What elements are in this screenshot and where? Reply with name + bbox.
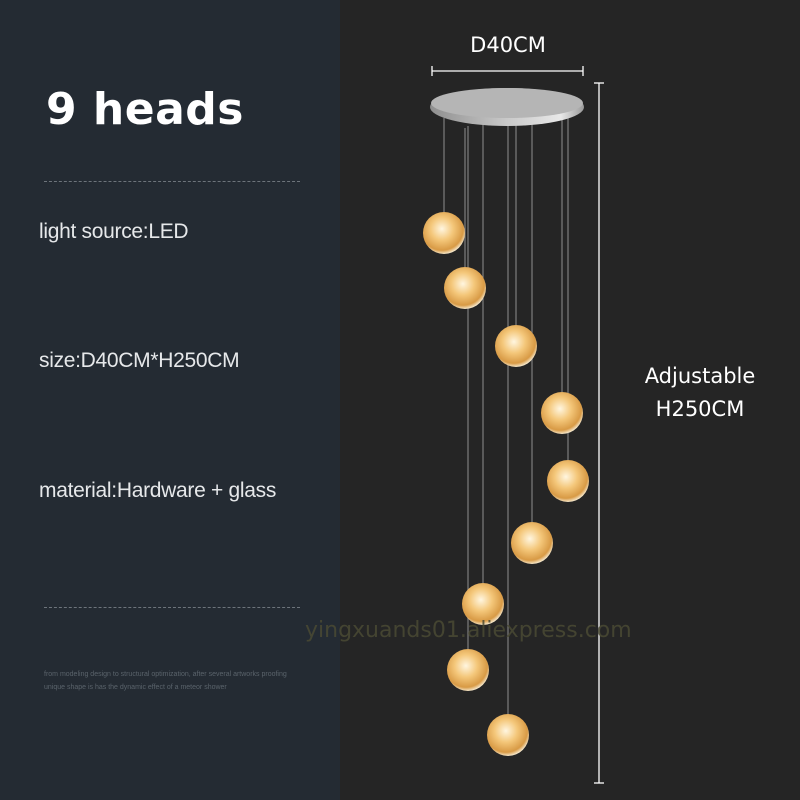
- globe-light-icon: [547, 460, 589, 502]
- globe-light-icon: [511, 522, 553, 564]
- spec-size: size:D40CM*H250CM: [39, 349, 240, 372]
- height-label-line-1: Adjustable: [644, 364, 756, 388]
- product-title: 9 heads: [46, 84, 244, 135]
- specs-panel: 9 heads light source:LED size:D40CM*H250…: [0, 0, 340, 800]
- spec-material: material:Hardware + glass: [39, 479, 277, 502]
- globe-light-icon: [447, 649, 489, 691]
- ceiling-canopy: [430, 88, 584, 126]
- globe-light-icon: [487, 714, 529, 756]
- watermark: yingxuands01.aliexpress.com: [305, 618, 632, 643]
- height-dimension-line: [594, 82, 604, 784]
- globe-light-icon: [423, 212, 465, 254]
- globe-light-icon: [444, 267, 486, 309]
- diameter-dimension-line: [431, 66, 584, 76]
- diameter-label: D40CM: [470, 33, 546, 57]
- divider-top: [44, 181, 300, 182]
- spec-light-source: light source:LED: [39, 220, 189, 243]
- glass-globes: [423, 212, 589, 756]
- divider-bottom: [44, 607, 300, 608]
- globe-light-icon: [495, 325, 537, 367]
- fine-print-line-1: from modeling design to structural optim…: [44, 671, 287, 678]
- globe-light-icon: [541, 392, 583, 434]
- height-label-line-2: H250CM: [655, 397, 745, 421]
- globe-light-icon: [462, 583, 504, 625]
- fine-print-line-2: unique shape is has the dynamic effect o…: [44, 684, 227, 691]
